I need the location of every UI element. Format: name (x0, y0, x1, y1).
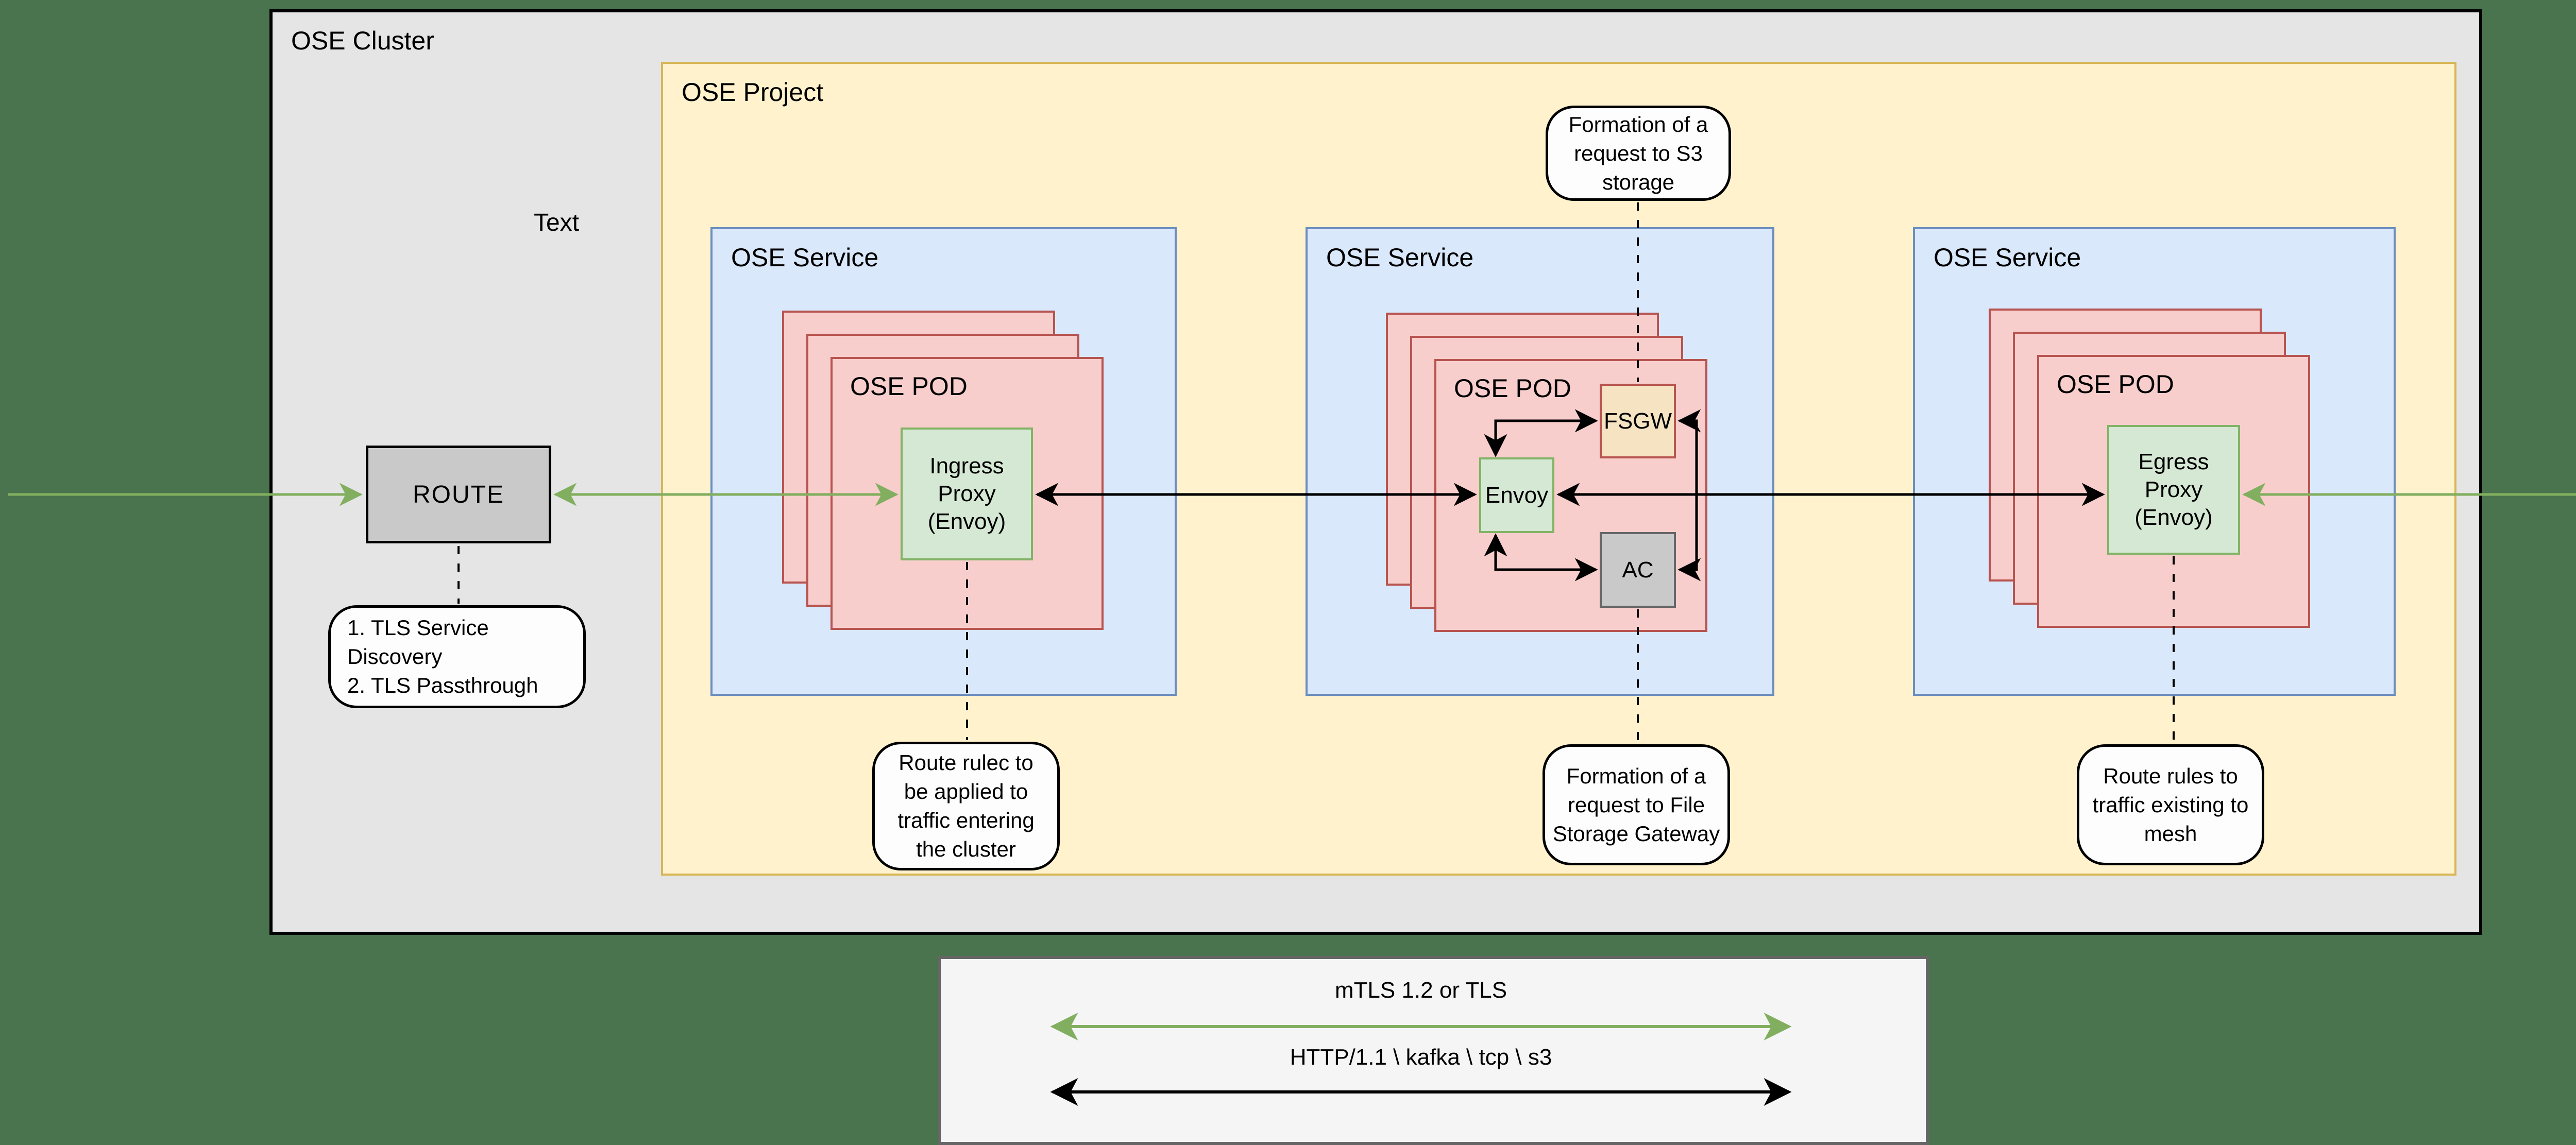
ac-label: AC (1622, 557, 1654, 583)
ose-pod-label: OSE POD (850, 372, 968, 401)
envoy-fsgw-arrow (1484, 409, 1598, 457)
tls-note: 1. TLS Service Discovery 2. TLS Passthro… (328, 605, 586, 708)
route-box: ROUTE (366, 446, 551, 543)
fsgw-ac-arrow (1677, 409, 1701, 582)
tls-note-line2: 2. TLS Passthrough (347, 673, 538, 697)
fsgw-request-note: Formation of a request to File Storage G… (1543, 744, 1730, 865)
fsgw-box: FSGW (1600, 384, 1676, 458)
legend-http-label: HTTP/1.1 \ kafka \ tcp \ s3 (1290, 1045, 1552, 1070)
s3-request-note: Formation of a request to S3 storage (1546, 106, 1731, 201)
envoy-box: Envoy (1479, 457, 1554, 533)
ose-pod-label: OSE POD (1454, 374, 1571, 403)
ose-service-label: OSE Service (731, 243, 879, 272)
legend-box (938, 956, 1929, 1145)
fsgw-request-note-text: Formation of a request to File Storage G… (1552, 763, 1720, 846)
ingress-rules-note-text: Route rulec to be applied to traffic ent… (897, 750, 1035, 861)
route-label: ROUTE (413, 481, 504, 508)
egress-rules-note: Route rules to traffic existing to mesh (2077, 744, 2264, 865)
egress-proxy-box: Egress Proxy (Envoy) (2107, 425, 2240, 555)
tls-note-line1: 1. TLS Service Discovery (347, 616, 489, 669)
egress-proxy-label: Egress Proxy (Envoy) (2134, 449, 2213, 530)
ingress-rules-note: Route rulec to be applied to traffic ent… (872, 742, 1060, 870)
ose-service-label: OSE Service (1326, 243, 1474, 272)
ingress-proxy-box: Ingress Proxy (Envoy) (901, 428, 1033, 560)
fsgw-label: FSGW (1604, 408, 1672, 434)
text-annotation: Text (533, 209, 580, 236)
ose-service-label: OSE Service (1934, 243, 2081, 272)
envoy-label: Envoy (1485, 482, 1549, 508)
ose-pod-label: OSE POD (2057, 370, 2174, 399)
ac-box: AC (1600, 532, 1676, 608)
legend-mtls-label: mTLS 1.2 or TLS (1334, 978, 1507, 1003)
s3-request-note-text: Formation of a request to S3 storage (1568, 112, 1708, 194)
egress-rules-note-text: Route rules to traffic existing to mesh (2092, 763, 2249, 846)
envoy-ac-arrow (1484, 533, 1598, 582)
ose-cluster-label: OSE Cluster (291, 26, 434, 55)
ingress-proxy-label: Ingress Proxy (Envoy) (927, 453, 1006, 534)
ose-project-label: OSE Project (682, 78, 824, 107)
